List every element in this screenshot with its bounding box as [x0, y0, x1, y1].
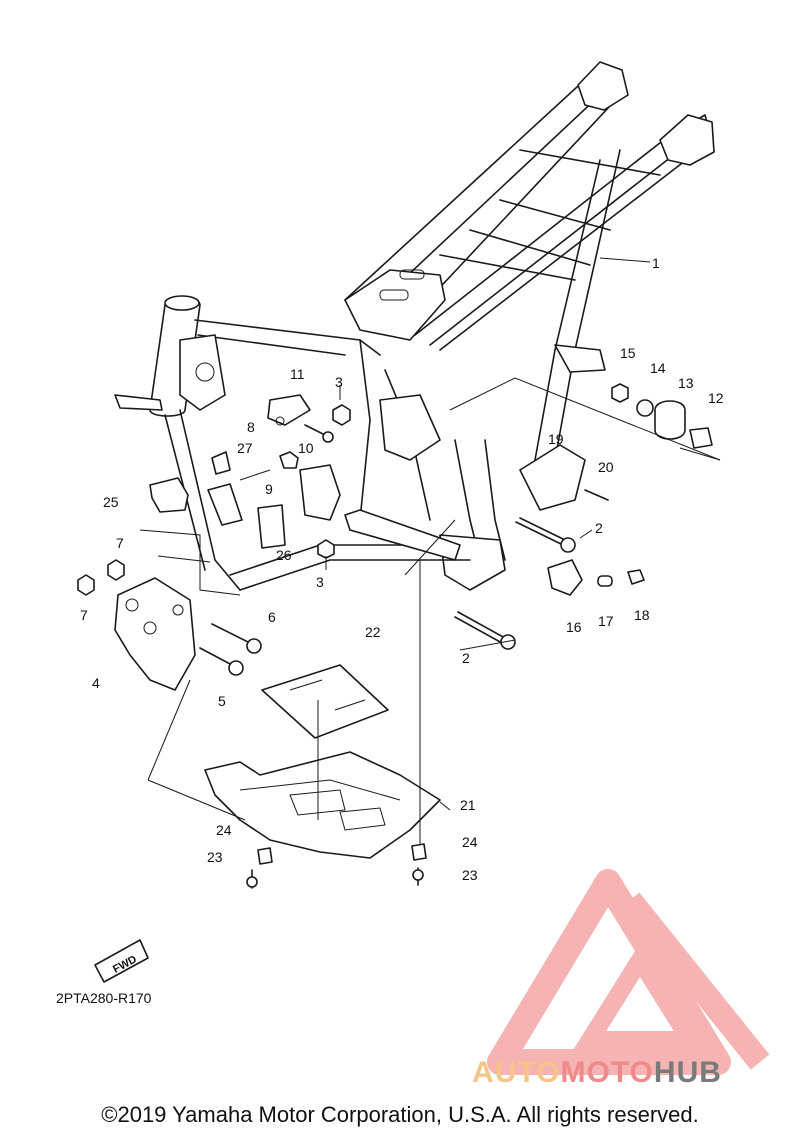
callout-5: 5 — [218, 693, 226, 709]
hardware-parts — [77, 383, 713, 983]
callout-13: 13 — [678, 375, 694, 391]
callout-1: 1 — [652, 255, 660, 271]
callout-19: 19 — [548, 431, 564, 447]
brand-part-auto: AUTO — [472, 1056, 561, 1089]
callout-14: 14 — [650, 360, 666, 376]
callout-25: 25 — [103, 494, 119, 510]
callout-23a: 23 — [207, 849, 223, 865]
callout-7b: 7 — [80, 607, 88, 623]
callout-8: 8 — [247, 419, 255, 435]
callout-6: 6 — [268, 609, 276, 625]
callout-23b: 23 — [462, 867, 478, 883]
callout-20: 20 — [598, 459, 614, 475]
copyright-text: ©2019 Yamaha Motor Corporation, U.S.A. A… — [101, 1102, 699, 1127]
callout-24b: 24 — [462, 834, 478, 850]
callout-9: 9 — [265, 481, 273, 497]
leader-lines — [139, 257, 721, 845]
callout-7a: 7 — [116, 535, 124, 551]
callout-15: 15 — [620, 345, 636, 361]
diagram-code: 2PTA280-R170 — [56, 990, 152, 1006]
callout-12: 12 — [708, 390, 724, 406]
callout-3a: 3 — [335, 374, 343, 390]
callout-2b: 2 — [462, 650, 470, 666]
watermark-brand: AUTOMOTOHUB — [472, 1056, 722, 1090]
callout-24a: 24 — [216, 822, 232, 838]
main-frame — [114, 61, 715, 591]
brand-part-moto: MOTO — [560, 1056, 654, 1089]
callout-16: 16 — [566, 619, 582, 635]
callout-17: 17 — [598, 613, 614, 629]
callout-22: 22 — [365, 624, 381, 640]
callout-11: 11 — [290, 366, 305, 382]
callout-2a: 2 — [595, 520, 603, 536]
callout-3b: 3 — [316, 574, 324, 590]
callout-10: 10 — [298, 440, 314, 456]
callout-26: 26 — [276, 547, 292, 563]
callout-18: 18 — [634, 607, 650, 623]
callout-21: 21 — [460, 797, 476, 813]
brand-part-hub: HUB — [653, 1056, 722, 1089]
watermark-logo — [487, 869, 770, 1075]
callout-27: 27 — [237, 440, 253, 456]
callout-4: 4 — [92, 675, 100, 691]
